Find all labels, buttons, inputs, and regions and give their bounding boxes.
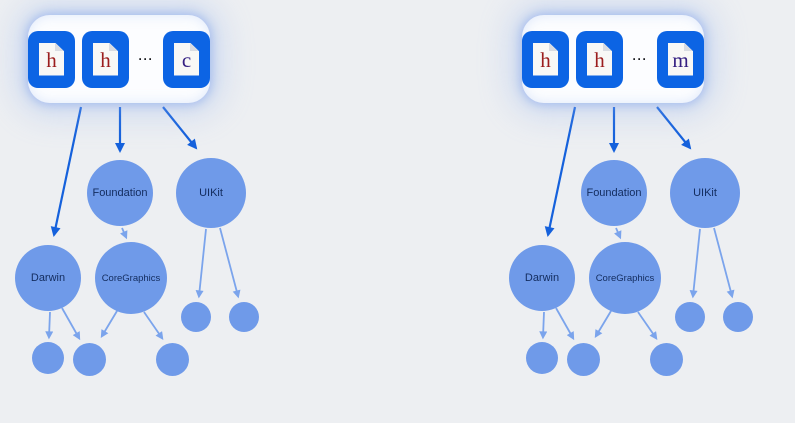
file-extension-letter: h (46, 48, 57, 72)
dependency-leaf-node (567, 343, 600, 376)
header-file-icon: h (82, 30, 129, 88)
header-file-icon: h (28, 30, 75, 88)
page-fold-icon (108, 42, 118, 52)
arrow-foundation-to-coregraphics (614, 227, 622, 240)
document-icon: h (533, 42, 558, 76)
arrow-uikit-to-leaf4 (689, 228, 701, 299)
ellipsis-text: ··· (632, 52, 648, 66)
page-fold-icon (189, 42, 199, 52)
arrow-darwin-to-leaf2 (555, 307, 575, 341)
module-node-coregraphics: CoreGraphics (589, 242, 661, 314)
dependency-leaf-node (181, 302, 211, 332)
document-icon: c (174, 42, 199, 76)
module-node-coregraphics: CoreGraphics (95, 242, 167, 314)
document-icon: h (587, 42, 612, 76)
arrow-uikit-to-leaf4 (195, 228, 207, 299)
module-node-foundation: Foundation (581, 160, 647, 226)
dependency-arrows (45, 106, 241, 341)
module-node-foundation: Foundation (87, 160, 153, 226)
dependency-leaf-node (675, 302, 705, 332)
arrow-coregraphics-to-leaf2 (100, 310, 118, 339)
module-node-uikit: UIKit (670, 158, 740, 228)
header-file-icon: h (576, 30, 623, 88)
arrow-coregraphics-to-leaf3 (637, 311, 658, 340)
module-node-darwin: Darwin (15, 245, 81, 311)
file-extension-letter: c (181, 48, 192, 72)
page-fold-icon (54, 42, 64, 52)
dependency-leaf-node (526, 342, 558, 374)
arrow-files-to-darwin (50, 106, 83, 237)
dependency-leaf-node (229, 302, 259, 332)
arrow-darwin-to-leaf2 (61, 307, 81, 341)
dependency-leaf-node (73, 343, 106, 376)
arrow-files-to-darwin (544, 106, 577, 237)
module-node-uikit: UIKit (176, 158, 246, 228)
dependency-leaf-node (723, 302, 753, 332)
file-extension-letter: m (672, 48, 689, 72)
module-node-darwin: Darwin (509, 245, 575, 311)
arrow-darwin-to-leaf1 (45, 311, 54, 340)
translation-unit-diagram-left: h h ··· c Foundation UIKit Darwin CoreGr… (0, 0, 280, 423)
arrow-foundation-to-coregraphics (120, 227, 128, 240)
source-files-card: h h ··· c (28, 15, 210, 103)
source-files-card: h h ··· m (522, 15, 704, 103)
arrow-files-to-uikit (656, 106, 692, 150)
ellipsis-text: ··· (138, 52, 154, 66)
document-icon: h (39, 42, 64, 76)
document-icon: h (93, 42, 118, 76)
arrow-uikit-to-leaf5 (713, 227, 735, 299)
source-file-icon: m (657, 30, 704, 88)
dependency-leaf-node (32, 342, 64, 374)
header-file-icon: h (522, 30, 569, 88)
page-fold-icon (602, 42, 612, 52)
page-fold-icon (683, 42, 693, 52)
translation-unit-diagram-right: h h ··· m Foundation UIKit Darwin CoreGr… (494, 0, 774, 423)
file-extension-letter: h (540, 48, 551, 72)
file-extension-letter: h (100, 48, 111, 72)
document-icon: m (668, 42, 693, 76)
dependency-leaf-node (650, 343, 683, 376)
dependency-arrows (539, 106, 735, 341)
page-fold-icon (548, 42, 558, 52)
arrow-files-to-uikit (162, 106, 198, 150)
file-extension-letter: h (594, 48, 605, 72)
arrow-coregraphics-to-leaf3 (143, 311, 164, 340)
source-file-icon: c (163, 30, 210, 88)
arrow-uikit-to-leaf5 (219, 227, 241, 299)
arrow-darwin-to-leaf1 (539, 311, 548, 340)
dependency-leaf-node (156, 343, 189, 376)
arrow-coregraphics-to-leaf2 (594, 310, 612, 339)
